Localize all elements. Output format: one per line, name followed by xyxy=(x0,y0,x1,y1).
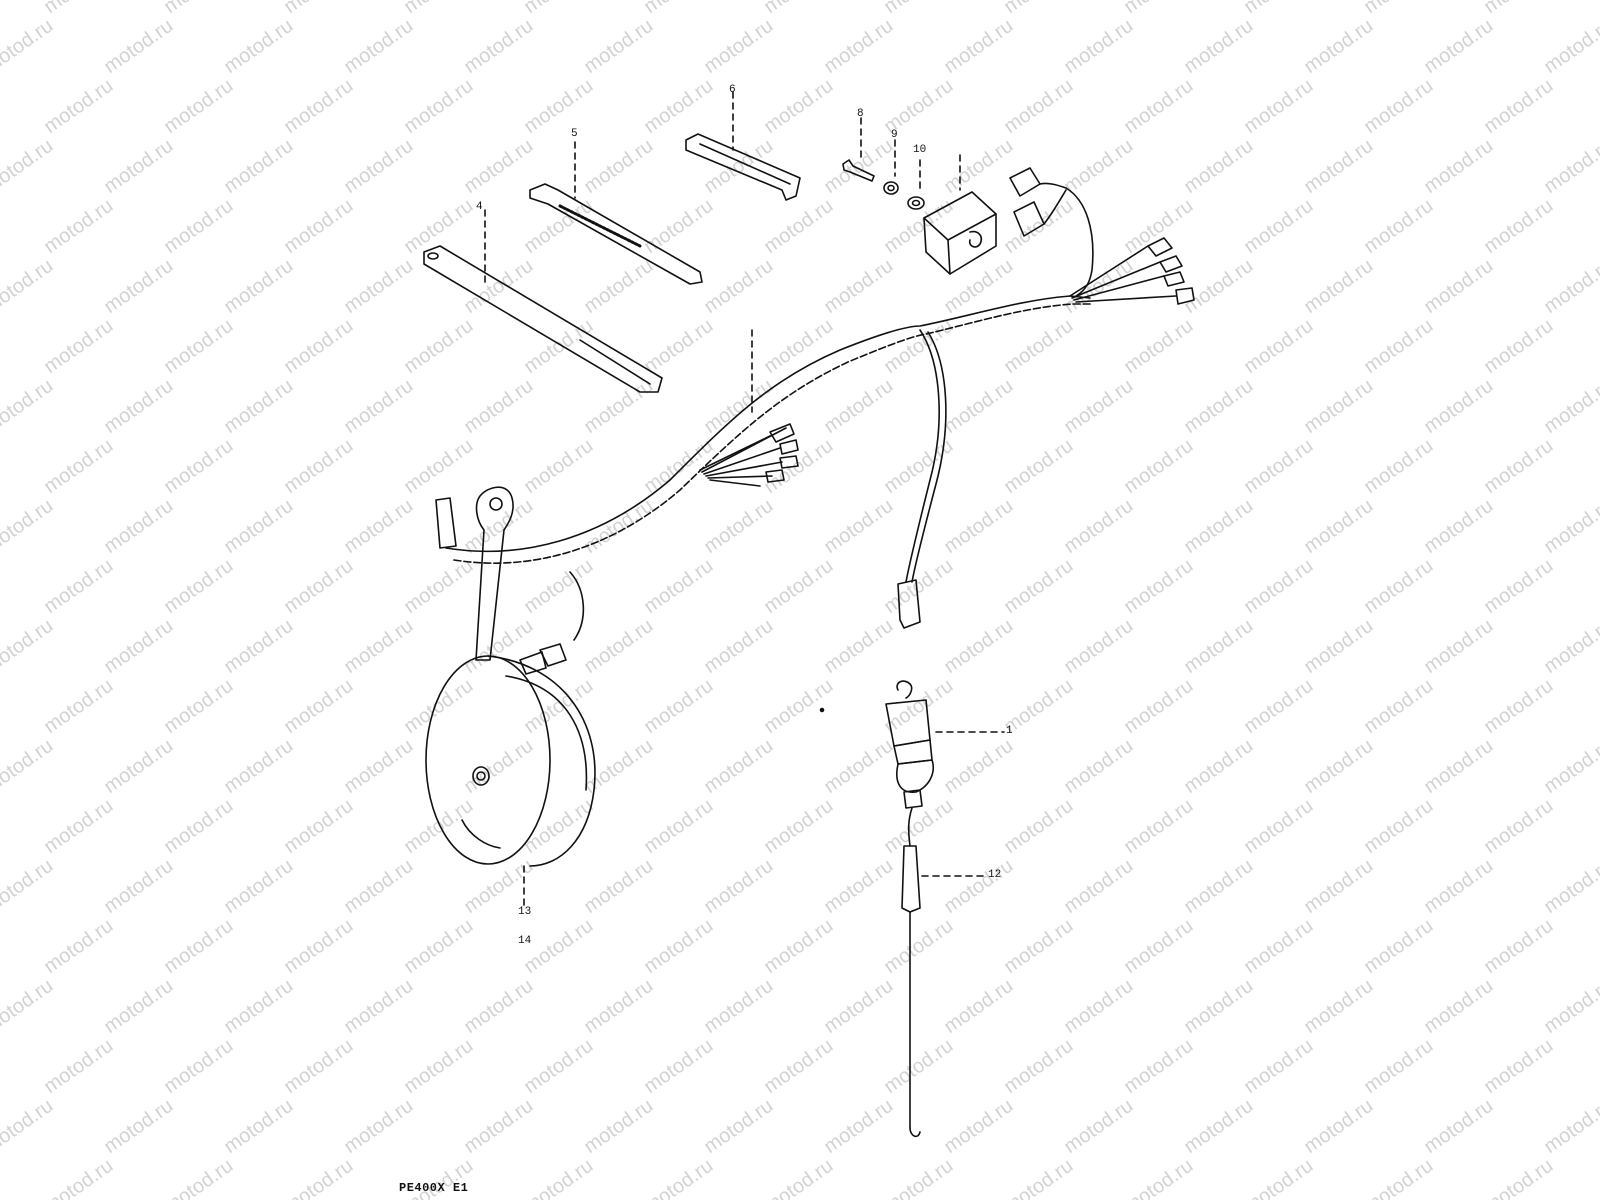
callout-13: 13 xyxy=(518,906,532,918)
diagram-caption: PE400X E1 xyxy=(399,1181,469,1195)
cable-tie-5 xyxy=(529,141,703,285)
wire-harness-icon xyxy=(445,237,1195,629)
callout-12: 12 xyxy=(988,869,1002,881)
callout-9: 9 xyxy=(891,129,898,141)
bulb-socket-icon xyxy=(885,680,1005,809)
lead-wire-12 xyxy=(901,807,987,1138)
connector-upper xyxy=(1009,167,1094,297)
callout-10: 10 xyxy=(913,144,927,156)
callout-5: 5 xyxy=(571,128,578,140)
relay-icon xyxy=(923,154,997,275)
bolt-8 xyxy=(842,117,875,182)
callout-6: 6 xyxy=(729,84,736,96)
washer-9 xyxy=(883,139,899,195)
band-clamp-4 xyxy=(423,209,663,393)
callout-14: 14 xyxy=(518,935,532,947)
bracket-clamp-6 xyxy=(685,91,801,201)
nut-10 xyxy=(907,159,925,210)
callout-1: 1 xyxy=(1006,725,1013,737)
horn-icon xyxy=(425,486,596,907)
callout-4: 4 xyxy=(476,201,483,213)
callout-8: 8 xyxy=(857,108,864,120)
